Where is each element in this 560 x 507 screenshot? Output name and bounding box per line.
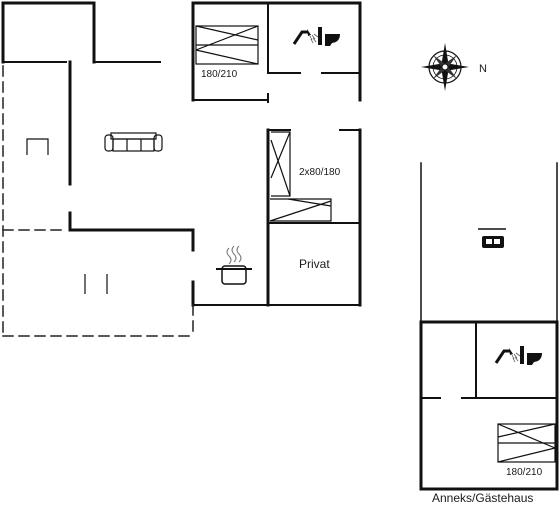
shower-toilet-main — [292, 27, 340, 46]
table-symbol — [26, 138, 49, 155]
privat-label: Privat — [299, 257, 330, 271]
toilet-icon — [520, 346, 542, 365]
shower-icon — [494, 348, 521, 364]
annex-walls — [419, 162, 559, 491]
toilet-icon — [318, 27, 340, 46]
bed-main-label: 180/210 — [201, 69, 238, 80]
compass-rose-icon — [421, 43, 469, 91]
shower-toilet-annex — [494, 346, 542, 365]
cooking-pot-icon — [216, 245, 252, 285]
master-bedroom-walls — [191, 1, 362, 103]
bed-annex-label: 180/210 — [506, 467, 543, 478]
tv-icon — [478, 228, 506, 248]
kids-room-walls — [266, 128, 362, 307]
north-label: N — [479, 63, 487, 75]
bunk-bed — [269, 131, 332, 222]
shower-icon — [292, 29, 319, 45]
bed-annex — [497, 423, 556, 463]
terrace-outline — [2, 65, 194, 337]
bed-kids-label: 2x80/180 — [299, 167, 341, 178]
terrace-furniture — [84, 274, 108, 294]
entrance-block — [1, 1, 161, 64]
sofa-icon — [104, 132, 163, 152]
bed-main — [195, 25, 259, 65]
living-room-walls — [68, 60, 269, 307]
annex-title: Anneks/Gästehaus — [432, 491, 533, 505]
